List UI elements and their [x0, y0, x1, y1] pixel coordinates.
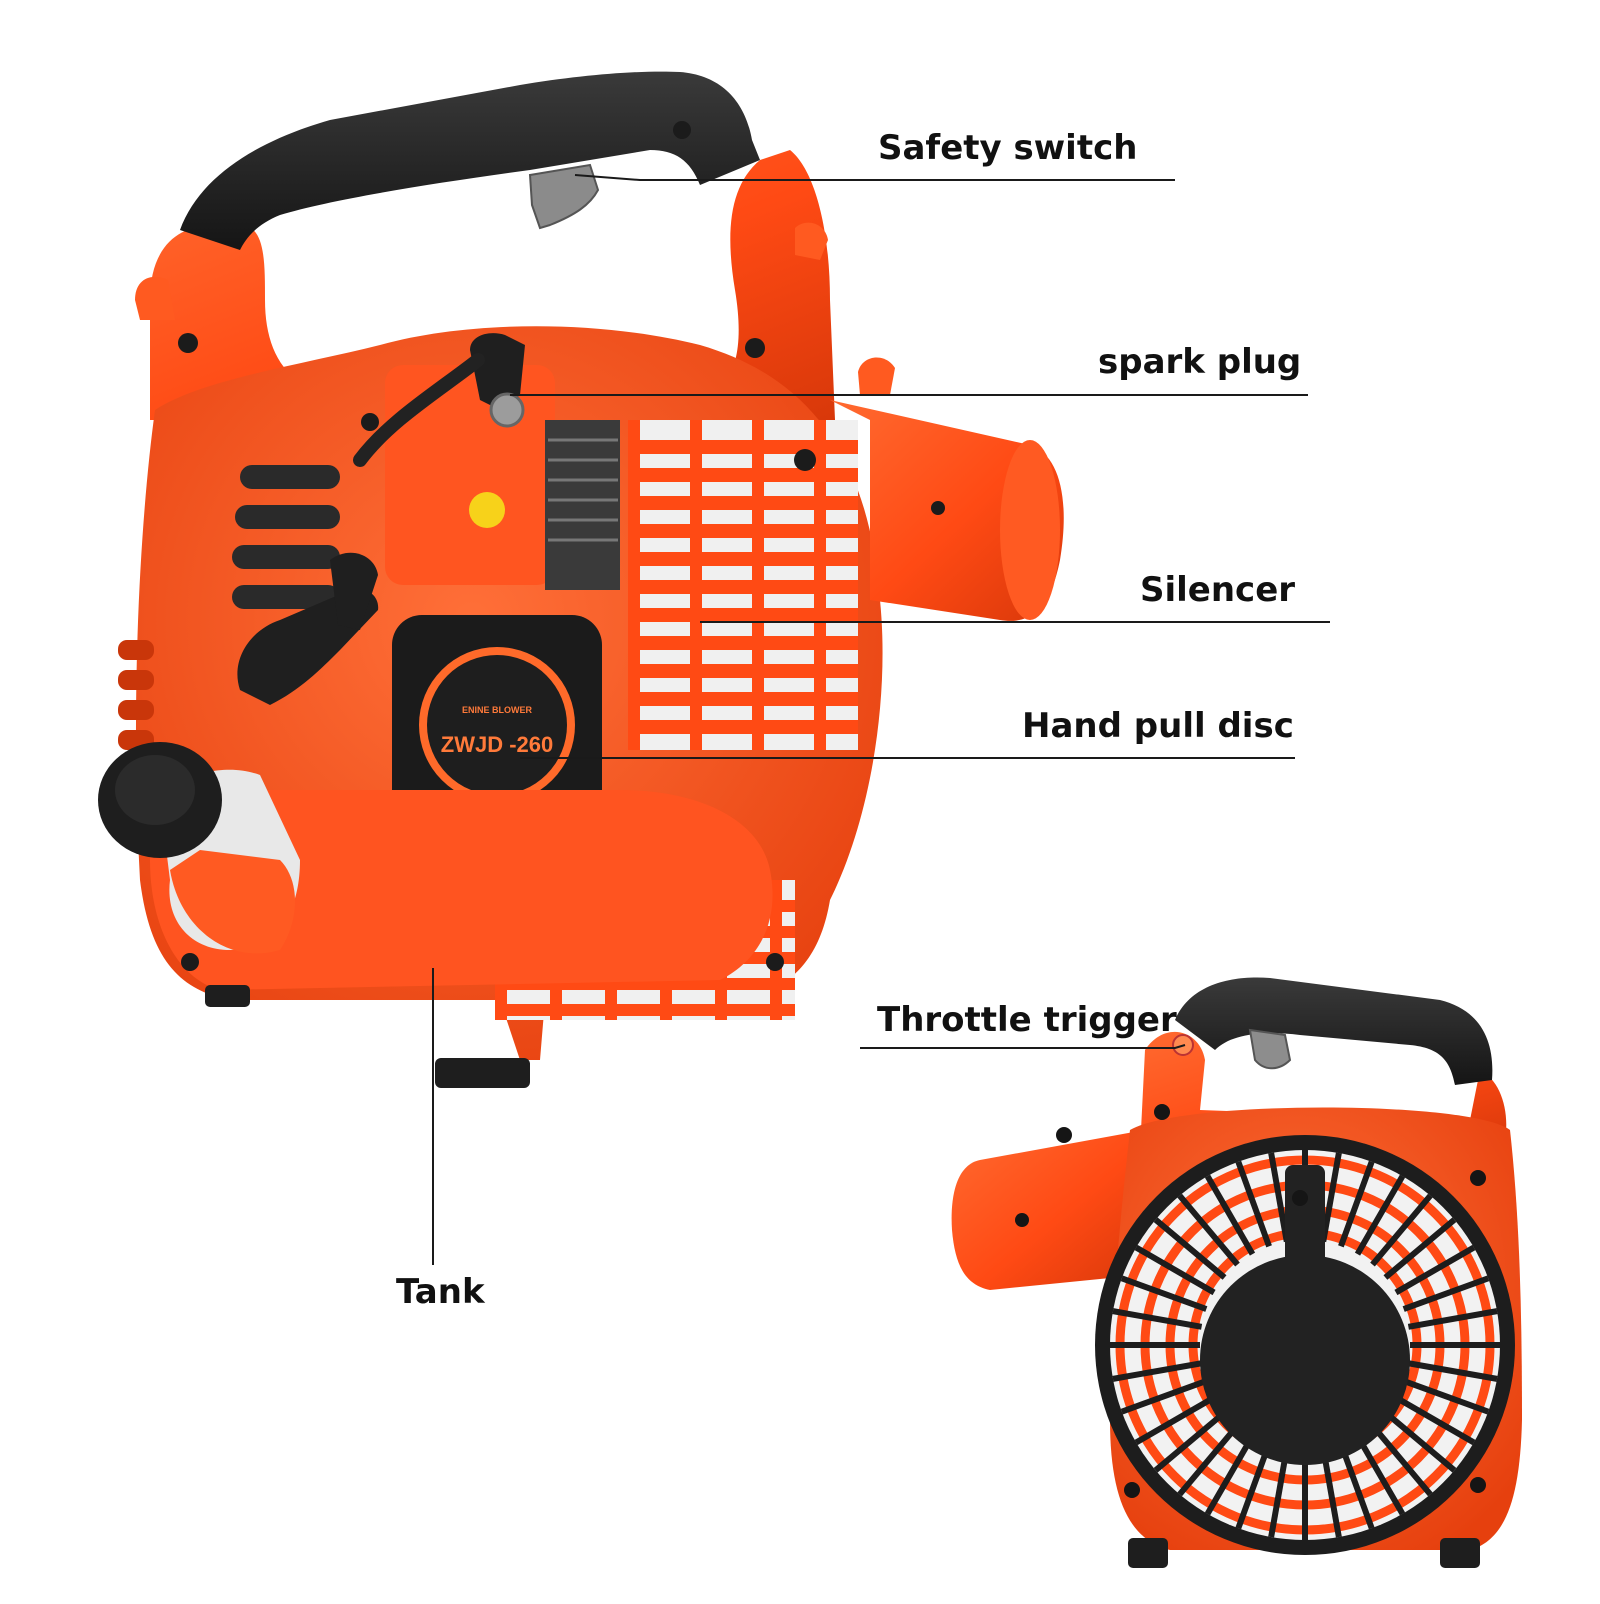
leader-throttle-trigger [860, 1044, 1186, 1049]
fan-spoke [1112, 1360, 1203, 1382]
grille-bar [628, 720, 858, 734]
grille-bar [628, 552, 858, 566]
front-foot [435, 1058, 530, 1088]
rear-screws [1015, 1104, 1486, 1498]
left-vents [232, 465, 340, 609]
fan-spoke [1394, 1244, 1476, 1296]
fan-spoke [1268, 1152, 1290, 1243]
fan-spoke [1320, 1152, 1342, 1243]
fan-spoke [1134, 1244, 1216, 1296]
fan-spoke [1383, 1217, 1457, 1280]
badge-model-text: ZWJD -260 [441, 732, 553, 757]
screws [178, 121, 945, 971]
fuel-cap-top [115, 755, 195, 825]
rear-foot-right [1440, 1538, 1480, 1568]
grille-bar [628, 608, 858, 622]
fan-spoke [1120, 1378, 1208, 1415]
warning-sticker [469, 492, 505, 528]
fan-spoke [1402, 1378, 1490, 1415]
tank-filler-tube [170, 850, 295, 954]
cooling-fins [545, 420, 620, 590]
fan-spoke [1235, 1442, 1272, 1530]
fan-spoke [1402, 1275, 1490, 1312]
grille-bar [628, 664, 858, 678]
bottom-grille-bar [495, 1004, 795, 1016]
label-tank: Tank [396, 1272, 485, 1312]
fan-center-cap [1200, 1255, 1410, 1465]
fan-spoke [1177, 1193, 1240, 1267]
rear-foot-left [1128, 1538, 1168, 1568]
fuel-tank-body [150, 790, 773, 990]
rear-outlet-tube [951, 1130, 1145, 1290]
fan-spoke [1204, 1174, 1256, 1256]
cooling-fin-lines [548, 438, 618, 542]
outlet-tab [858, 357, 895, 395]
fan-spoke [1112, 1308, 1203, 1330]
grille-bar [628, 692, 858, 706]
rear-foot [205, 985, 250, 1007]
label-spark-plug: spark plug [1098, 342, 1302, 382]
spark-plug-base [489, 392, 525, 428]
silencer-grille [628, 420, 858, 750]
fan-spoke [1204, 1434, 1256, 1516]
fan-spoke [1338, 1442, 1375, 1530]
starter-grip [330, 552, 378, 630]
leader-safety-switch [574, 174, 1175, 181]
leader-lines [432, 174, 1330, 1265]
grille-rib [814, 420, 826, 750]
rear-mount-ear [135, 276, 175, 320]
spark-plug-wire [353, 353, 485, 467]
fan-spoke [1120, 1275, 1208, 1312]
main-blower-side-view: ENINE BLOWER ZWJD -260 [98, 71, 1064, 1088]
fan-spoke [1153, 1217, 1227, 1280]
outlet-tube-mouth [1000, 440, 1060, 620]
bottom-grille-rib [770, 880, 782, 1020]
grille-bar [628, 524, 858, 538]
throttle-trigger-lever [1248, 1028, 1292, 1070]
fan-spoke [1407, 1308, 1498, 1330]
badge: ENINE BLOWER ZWJD -260 [419, 647, 575, 803]
spark-plug-boot [470, 333, 525, 410]
fan-spoke [1354, 1174, 1406, 1256]
rear-handle-grip [1175, 977, 1493, 1085]
fan-spoke [1370, 1193, 1433, 1267]
grille-bar [628, 580, 858, 594]
label-throttle-trigger: Throttle trigger [877, 1000, 1177, 1040]
handle-grip [180, 71, 760, 250]
fan-spoke [1407, 1360, 1498, 1382]
label-silencer: Silencer [1140, 570, 1296, 610]
grille-bar [628, 496, 858, 510]
secondary-blower-rear-view [951, 977, 1522, 1568]
cylinder-block [385, 365, 555, 585]
fan-spoke [1370, 1423, 1433, 1497]
fan-spoke [1177, 1423, 1240, 1497]
fan-center-bar [1285, 1165, 1325, 1285]
fan-spoke [1338, 1160, 1375, 1248]
fan-spoke [1235, 1160, 1272, 1248]
badge-disc [427, 655, 567, 795]
grille-rib [752, 420, 764, 750]
fan-spoke [1153, 1410, 1227, 1473]
top-mount-ear [795, 222, 828, 260]
fan-spoke [1320, 1447, 1342, 1538]
grille-rib [690, 420, 702, 750]
grille-bar [628, 468, 858, 482]
fan-spoke [1354, 1434, 1406, 1516]
fan-spoke [1268, 1447, 1290, 1538]
label-hand-pull-disc: Hand pull disc [1022, 706, 1294, 746]
fan-spoke [1394, 1394, 1476, 1446]
label-safety-switch: Safety switch [878, 128, 1138, 168]
grille-rib [628, 420, 640, 750]
safety-switch-lever [528, 163, 600, 230]
fan-spoke [1134, 1394, 1216, 1446]
fan-spoke [1383, 1410, 1457, 1473]
badge-top-text: ENINE BLOWER [462, 705, 533, 715]
grille-bar [628, 636, 858, 650]
